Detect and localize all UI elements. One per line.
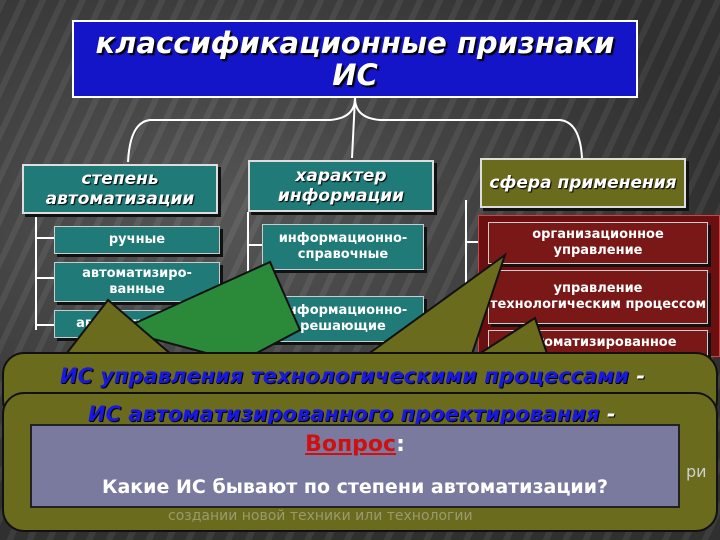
sphere-item-process: управление технологическим процессом bbox=[488, 270, 708, 324]
overlay-fragment-bottom: создании новой техники или технологии bbox=[168, 508, 473, 524]
question-title-text: Вопрос bbox=[305, 432, 397, 457]
info-item-label: информационно-решающие bbox=[278, 303, 408, 334]
overlay-line-1-tail: - bbox=[636, 364, 646, 388]
sphere-item-label: автоматизированное bbox=[519, 335, 677, 350]
question-colon: : bbox=[396, 432, 405, 457]
automation-item-manual: ручные bbox=[54, 226, 220, 254]
question-box: Вопрос: Какие ИС бывают по степени автом… bbox=[30, 424, 680, 508]
overlay-line-2-text: ИС автоматизированного проектирования bbox=[88, 402, 600, 426]
diagram-title: классификационные признаки ИС bbox=[72, 20, 638, 98]
sphere-item-label: управление технологическим процессом bbox=[489, 281, 707, 312]
category-sphere: сфера применения bbox=[480, 158, 686, 208]
automation-item-automated: автоматизиро-ванные bbox=[54, 262, 220, 302]
automation-item-label: автоматизиро-ванные bbox=[82, 266, 192, 297]
overlay-line-2: ИС автоматизированного проектирования - bbox=[88, 402, 616, 426]
info-item-label: информационно-справочные bbox=[278, 231, 408, 262]
connector-curve bbox=[351, 97, 356, 159]
overlay-line-2-tail: - bbox=[606, 402, 616, 426]
connector-curve bbox=[354, 97, 583, 159]
category-information: характер информации bbox=[248, 160, 434, 212]
sphere-item-label: организационное управление bbox=[532, 227, 664, 258]
category-automation: степень автоматизации bbox=[22, 164, 218, 214]
overlay-line-1-text: ИС управления технологическими процессам… bbox=[60, 364, 630, 388]
callout-arrow-olive bbox=[356, 252, 507, 361]
category-information-label: характер информации bbox=[277, 166, 405, 206]
question-text: Какие ИС бывают по степени автоматизации… bbox=[101, 476, 609, 498]
sphere-item-org: организационное управление bbox=[488, 222, 708, 264]
question-title: Вопрос: bbox=[32, 432, 678, 457]
diagram-title-text: классификационные признаки ИС bbox=[95, 26, 615, 92]
category-automation-label: степень автоматизации bbox=[45, 169, 195, 209]
overlay-line-1: ИС управления технологическими процессам… bbox=[60, 364, 645, 388]
automation-item-label: ручные bbox=[108, 232, 166, 247]
overlay-fragment-right: ри bbox=[686, 462, 707, 481]
tree-line-left bbox=[35, 212, 54, 330]
connector-curve bbox=[127, 97, 356, 163]
category-sphere-label: сфера применения bbox=[489, 173, 677, 193]
info-item-reference: информационно-справочные bbox=[262, 224, 424, 270]
